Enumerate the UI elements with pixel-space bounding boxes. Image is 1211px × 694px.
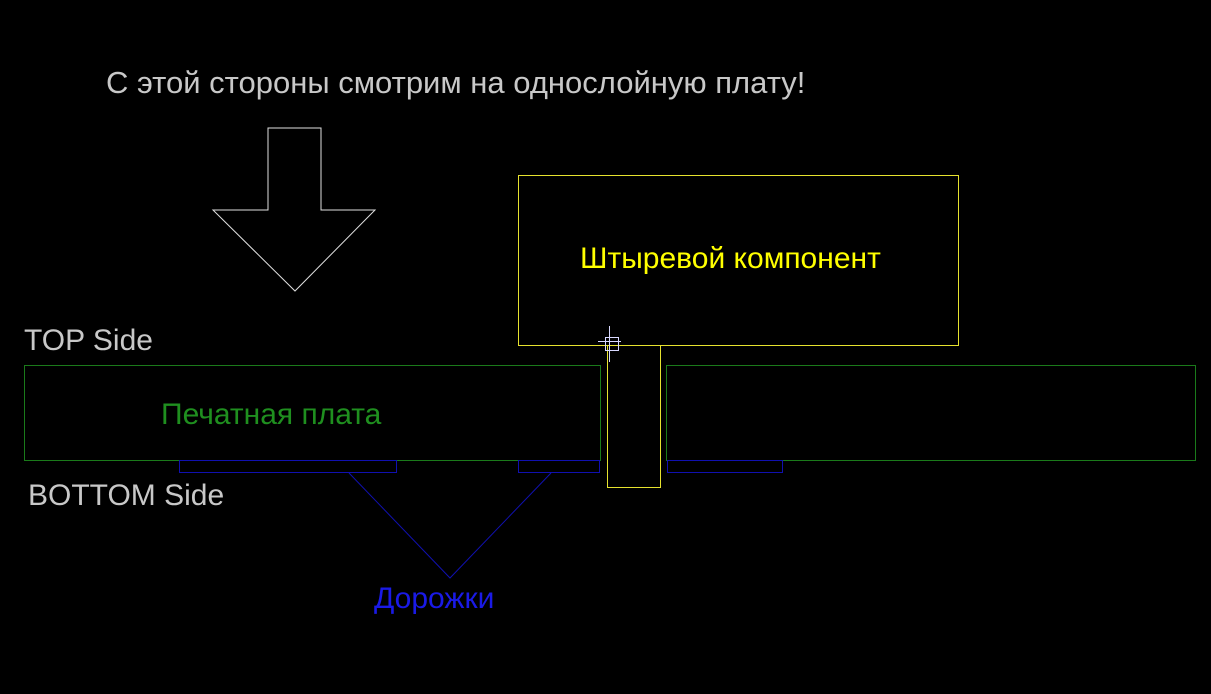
component-label: Штыревой компонент [580,242,881,275]
trace-3 [667,460,783,473]
top-side-label: TOP Side [24,324,153,357]
component-body [518,175,959,346]
crosshair-cursor-icon [598,326,621,362]
trace-2 [518,460,600,473]
traces-label: Дорожки [374,582,494,615]
pcb-board-right [666,365,1196,461]
bottom-side-label: BOTTOM Side [28,479,224,512]
pcb-board-label: Печатная плата [161,398,382,431]
arrow-down-icon [211,127,377,292]
trace-1 [179,460,397,473]
header-text: С этой стороны смотрим на однослойную пл… [106,65,805,100]
traces-leader-lines [348,472,552,579]
component-pin [607,345,661,488]
